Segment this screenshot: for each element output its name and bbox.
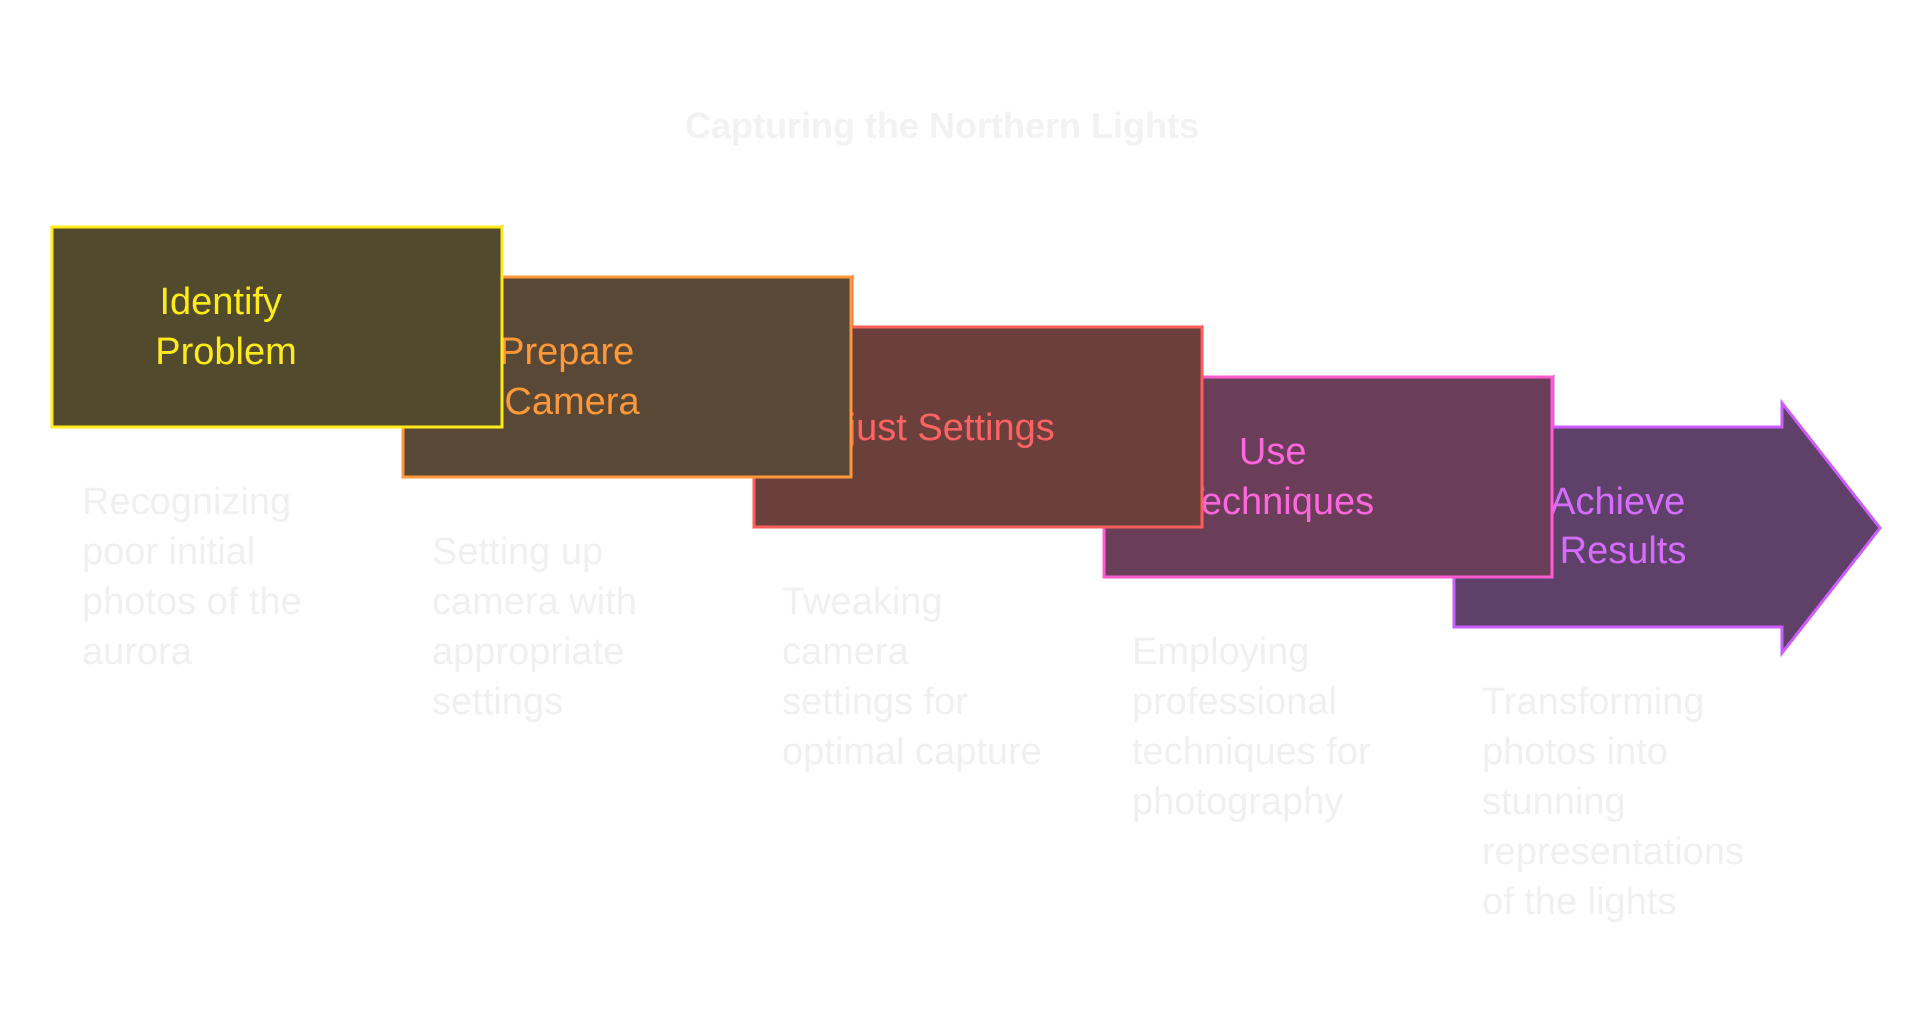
step-5-arrow-shape [1452, 398, 1882, 658]
step-1-label: Identify Problem [155, 281, 297, 373]
diagram-title: Capturing the Northern Lights [685, 105, 1199, 146]
step-2-description: Setting up camera with appropriate setti… [432, 531, 647, 723]
step-achieve-results: Achieve Results [1452, 374, 1882, 658]
step-1-description: Recognizing poor initial photos of the a… [82, 481, 312, 673]
step-5-description: Transforming photos into stunning repres… [1482, 681, 1755, 923]
step-4-description: Employing professional techniques for ph… [1132, 631, 1381, 823]
step-5-label: Achieve Results [1550, 481, 1696, 572]
step-4-label: Use Techniques [1182, 431, 1374, 523]
step-identify-problem: Identify Problem [50, 225, 504, 429]
step-3-description: Tweaking camera settings for optimal cap… [782, 581, 1042, 773]
step-2-label: Prepare Camera [499, 331, 645, 423]
step-1-box [50, 225, 504, 429]
